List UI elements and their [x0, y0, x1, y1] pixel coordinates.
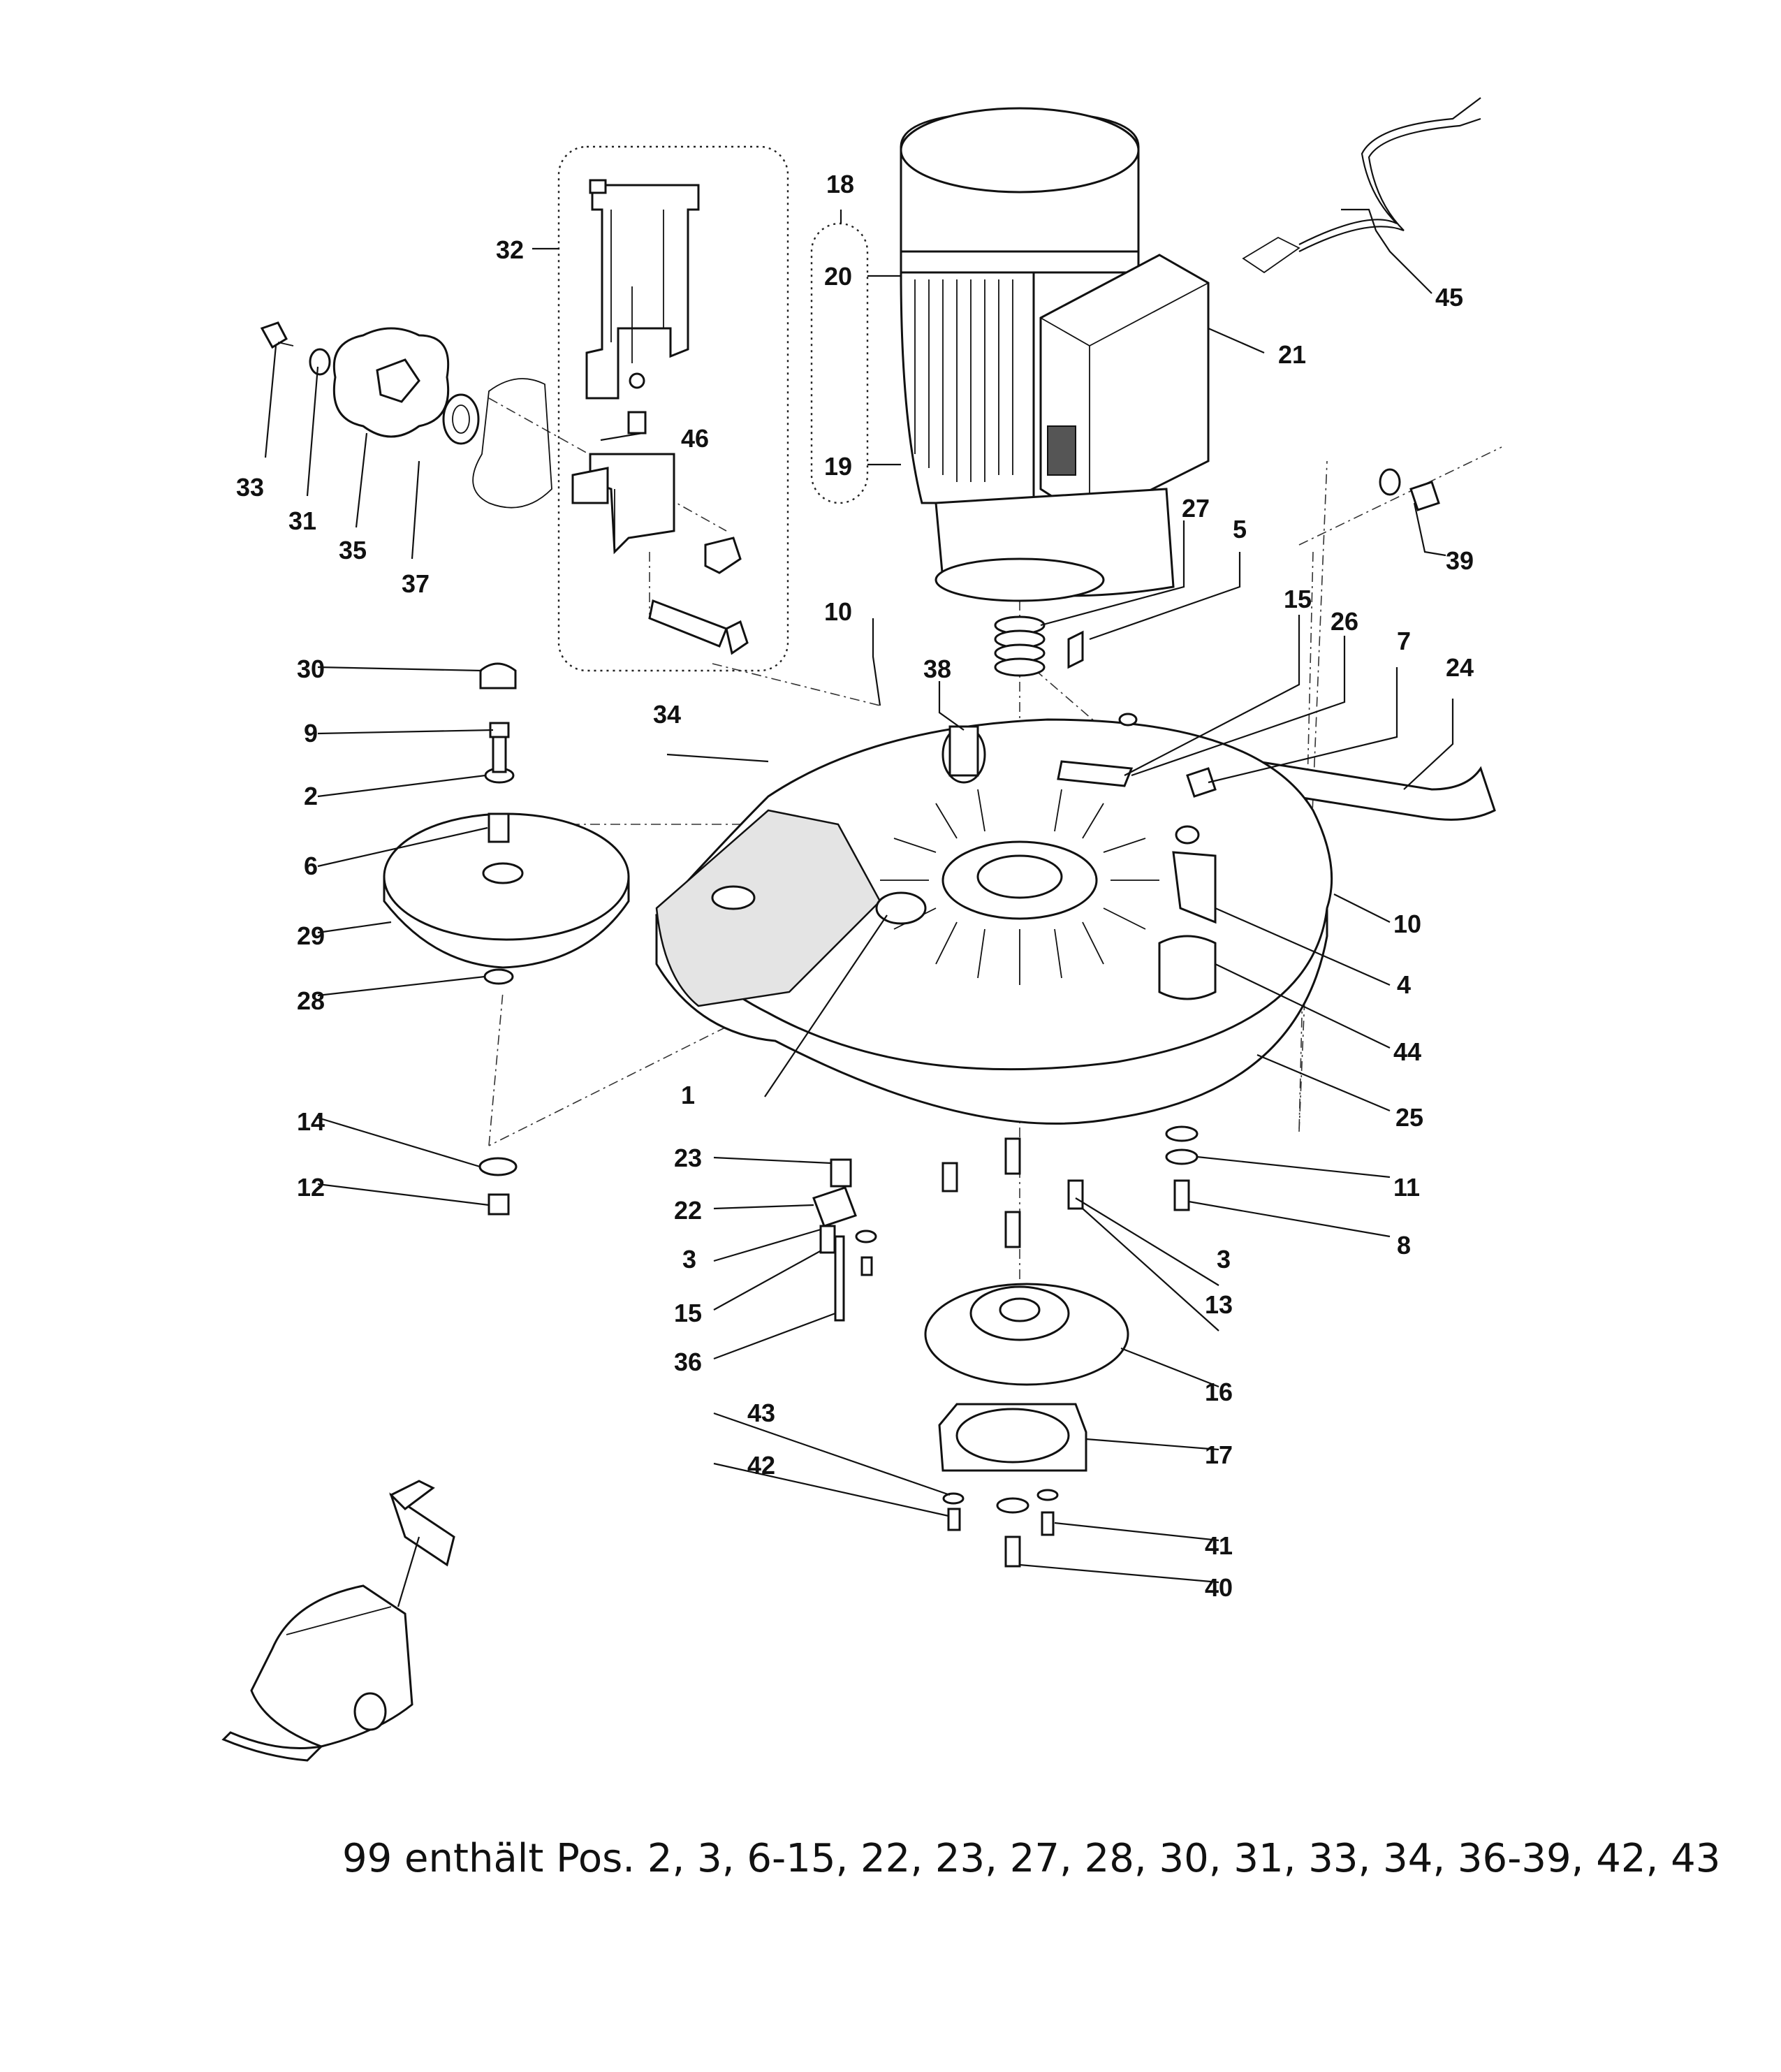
callout-29: 29 — [297, 921, 325, 950]
callout-12: 12 — [297, 1173, 325, 1202]
callout-11: 11 — [1393, 1173, 1420, 1202]
callout-9: 9 — [304, 719, 318, 747]
callout-23: 23 — [674, 1144, 702, 1172]
callout-41: 41 — [1205, 1531, 1233, 1560]
callout-28: 28 — [297, 986, 325, 1015]
leader-lines — [264, 208, 1454, 1584]
callout-38: 38 — [923, 655, 951, 683]
callout-42: 42 — [747, 1451, 775, 1480]
callout-7: 7 — [1397, 627, 1411, 655]
motor-unit — [810, 107, 1210, 602]
callout-labels: 1 2 3 3 4 5 6 7 8 9 10 10 11 12 13 14 15… — [236, 170, 1474, 1602]
callout-2: 2 — [304, 782, 318, 810]
callout-40: 40 — [1205, 1573, 1233, 1602]
callout-24: 24 — [1446, 653, 1474, 682]
fasteners-lower-left — [478, 1157, 518, 1216]
brush-deck-housing — [655, 713, 1333, 1125]
callout-26: 26 — [1331, 607, 1358, 636]
callout-34: 34 — [653, 700, 681, 729]
callout-25: 25 — [1395, 1103, 1423, 1132]
callout-31: 31 — [288, 506, 316, 535]
callout-5: 5 — [1233, 515, 1247, 543]
callout-33: 33 — [236, 473, 264, 502]
callout-35: 35 — [339, 536, 367, 564]
callout-4: 4 — [1397, 970, 1411, 999]
callout-20: 20 — [824, 262, 852, 291]
callout-45: 45 — [1435, 283, 1463, 312]
drive-plate-and-ring — [924, 1283, 1129, 1568]
callout-10-right: 10 — [1393, 910, 1421, 938]
callout-15-top: 15 — [1284, 585, 1312, 613]
callout-46: 46 — [681, 424, 709, 453]
adjusting-knob-group — [260, 321, 552, 509]
callout-6: 6 — [304, 852, 318, 880]
callout-21: 21 — [1278, 340, 1306, 369]
callout-19: 19 — [824, 452, 852, 481]
callout-16: 16 — [1205, 1378, 1233, 1406]
cable-and-hose — [1242, 97, 1496, 821]
callout-1: 1 — [681, 1081, 695, 1109]
callout-14: 14 — [297, 1107, 325, 1136]
kit-contents-note: 99 enthält Pos. 2, 3, 6-15, 22, 23, 27, … — [342, 1836, 1721, 1881]
callout-10-top: 10 — [824, 597, 852, 626]
brush-disc-29 — [383, 662, 630, 985]
callout-18: 18 — [826, 170, 854, 198]
callout-32: 32 — [496, 235, 524, 264]
callout-3-right: 3 — [1217, 1245, 1231, 1274]
callout-30: 30 — [297, 655, 325, 683]
callout-43: 43 — [747, 1399, 775, 1427]
callout-37: 37 — [402, 569, 430, 598]
spring-and-key — [994, 615, 1084, 677]
callout-27: 27 — [1182, 494, 1210, 523]
callout-3-left: 3 — [682, 1245, 696, 1274]
callout-15-bottom: 15 — [674, 1299, 702, 1327]
bracket-assembly — [557, 145, 789, 672]
callout-13: 13 — [1205, 1290, 1233, 1319]
callout-39: 39 — [1446, 546, 1474, 575]
callout-17: 17 — [1205, 1440, 1233, 1469]
callout-22: 22 — [674, 1196, 702, 1225]
callout-36: 36 — [674, 1348, 702, 1376]
callout-44: 44 — [1393, 1037, 1421, 1066]
machine-thumbnail — [221, 1480, 455, 1762]
callout-8: 8 — [1397, 1231, 1411, 1260]
lower-fasteners — [812, 1125, 1199, 1322]
